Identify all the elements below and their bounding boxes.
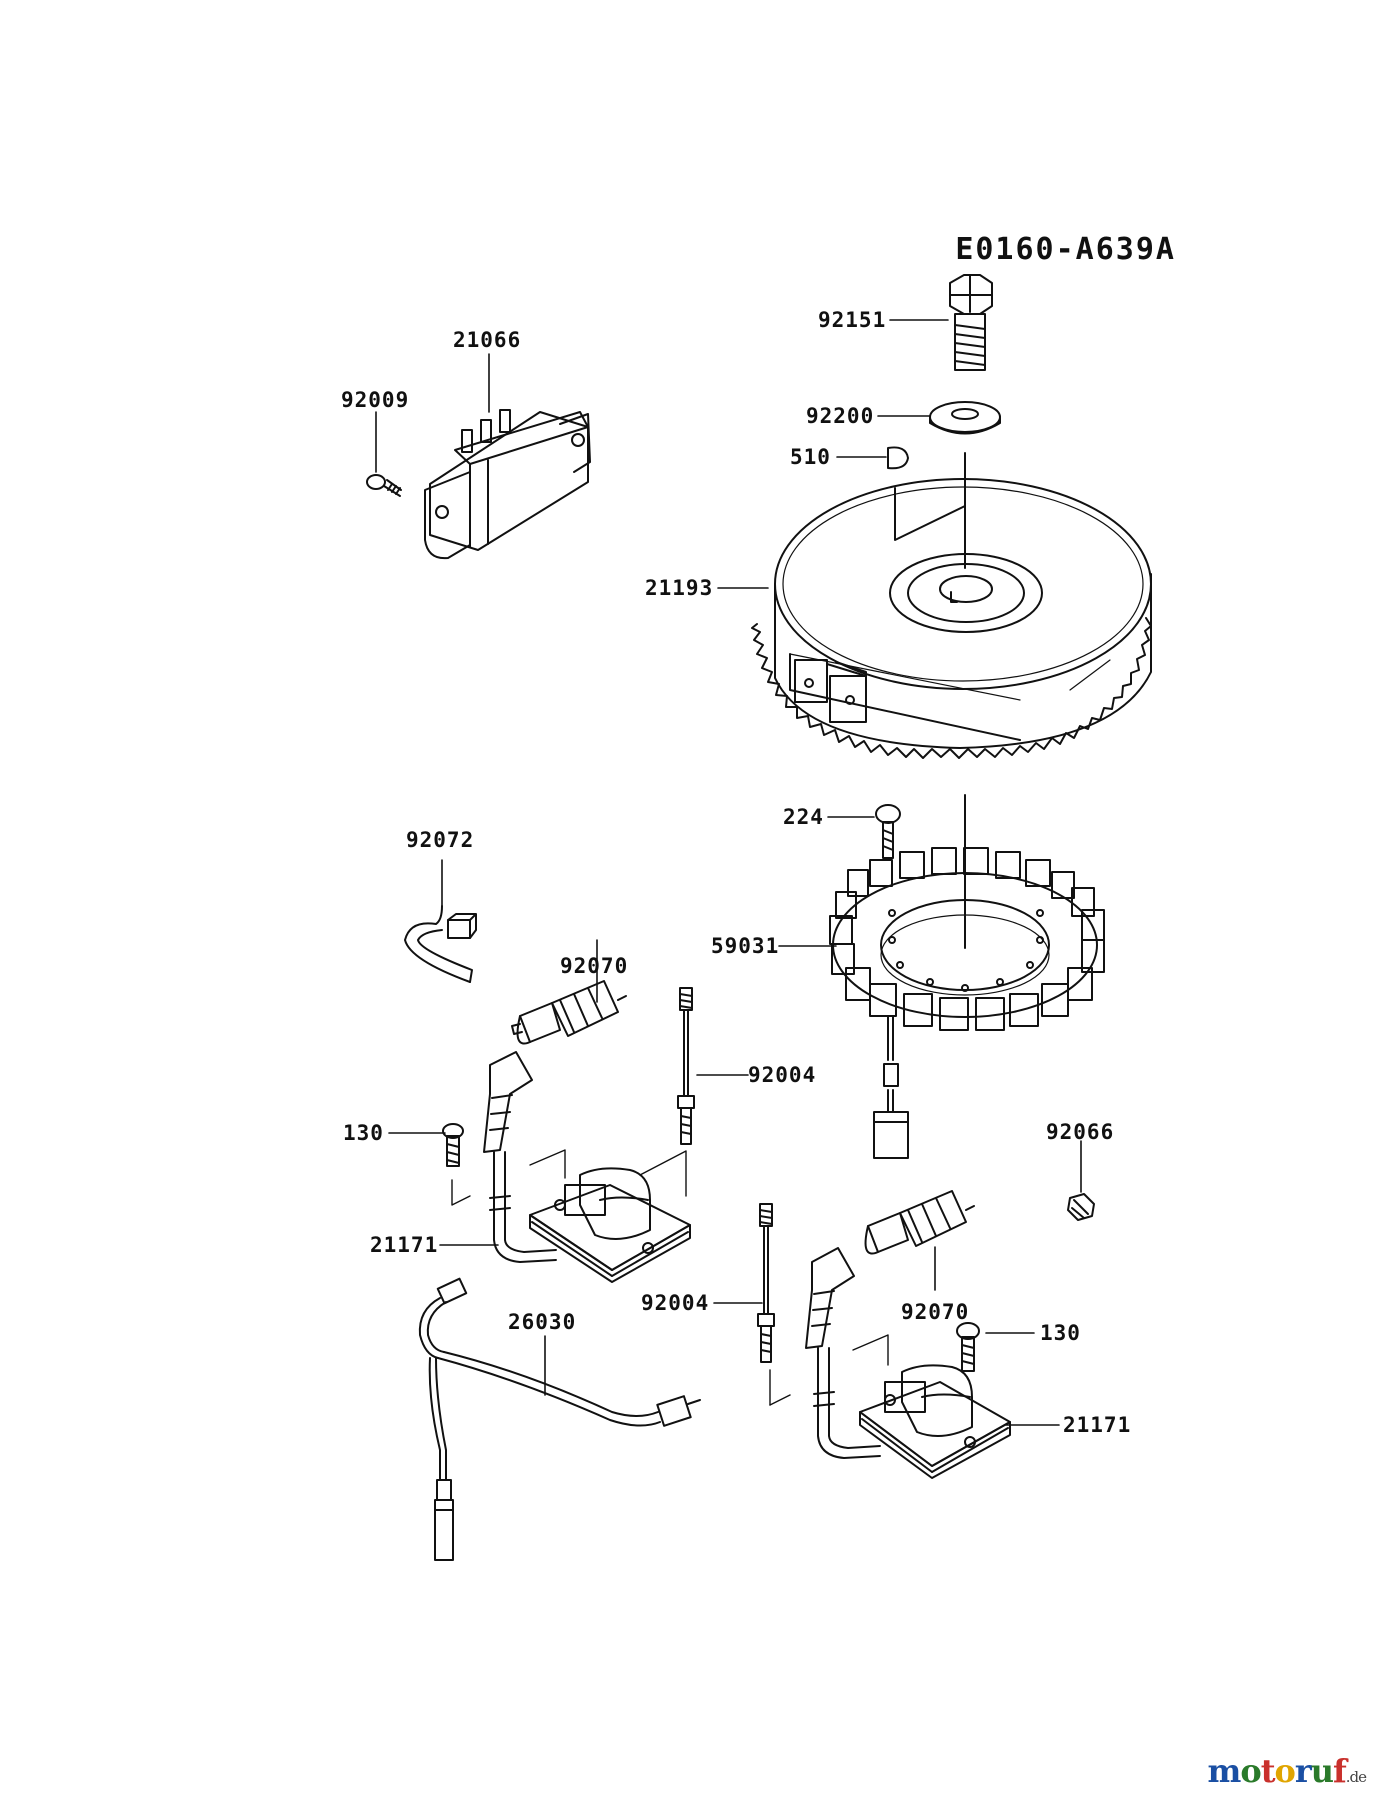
coil-bolt-lower [957, 1323, 979, 1371]
label-92200: 92200 [806, 404, 875, 428]
stator [830, 795, 1104, 1158]
flywheel-key [888, 447, 908, 468]
watermark-letter: t [1260, 1752, 1276, 1790]
watermark-letter: m [1207, 1752, 1242, 1790]
label-21171-lower: 21171 [1063, 1413, 1132, 1437]
label-510: 510 [790, 445, 831, 469]
ignition-coil-lower [770, 1248, 1010, 1478]
leader-lines [376, 320, 1081, 1425]
label-21193: 21193 [645, 576, 714, 600]
spark-plug-upper [512, 981, 626, 1044]
label-21066: 21066 [453, 328, 522, 352]
label-92009: 92009 [341, 388, 410, 412]
watermark-logo: motoruf.de [1207, 1752, 1367, 1790]
label-92070-lower: 92070 [901, 1300, 970, 1324]
label-130-lower: 130 [1040, 1321, 1081, 1345]
label-130-upper: 130 [343, 1121, 384, 1145]
nut [1068, 1194, 1094, 1220]
stator-screw [876, 805, 900, 858]
label-92004-upper: 92004 [748, 1063, 817, 1087]
label-224: 224 [783, 805, 824, 829]
lead-wire [420, 1279, 700, 1560]
watermark-letter: o [1240, 1752, 1261, 1790]
ignition-coil-upper [452, 1052, 690, 1282]
label-21171-upper: 21171 [370, 1233, 439, 1257]
spark-plug-lower [866, 1191, 974, 1254]
flywheel [752, 453, 1151, 758]
coil-bolt-upper [443, 1124, 463, 1166]
watermark-letter: r [1294, 1752, 1312, 1790]
stud-lower [758, 1204, 774, 1362]
diagram-code: E0160-A639A [955, 232, 1176, 267]
watermark-letter: u [1310, 1752, 1334, 1790]
regulator-screw [367, 475, 401, 496]
label-92066: 92066 [1046, 1120, 1115, 1144]
cable-tie [405, 906, 476, 982]
watermark-suffix: .de [1345, 1768, 1367, 1786]
label-92072: 92072 [406, 828, 475, 852]
label-59031: 59031 [711, 934, 780, 958]
watermark-letters: motoruf [1207, 1752, 1347, 1790]
regulator [425, 410, 590, 558]
flywheel-washer [930, 402, 1000, 434]
watermark-letter: f [1332, 1752, 1347, 1790]
label-92070-upper: 92070 [560, 954, 629, 978]
flywheel-bolt [950, 275, 992, 370]
label-26030: 26030 [508, 1310, 577, 1334]
label-92004-lower: 92004 [641, 1291, 710, 1315]
stud-upper [678, 988, 694, 1144]
watermark-letter: o [1274, 1752, 1296, 1790]
label-92151: 92151 [818, 308, 887, 332]
